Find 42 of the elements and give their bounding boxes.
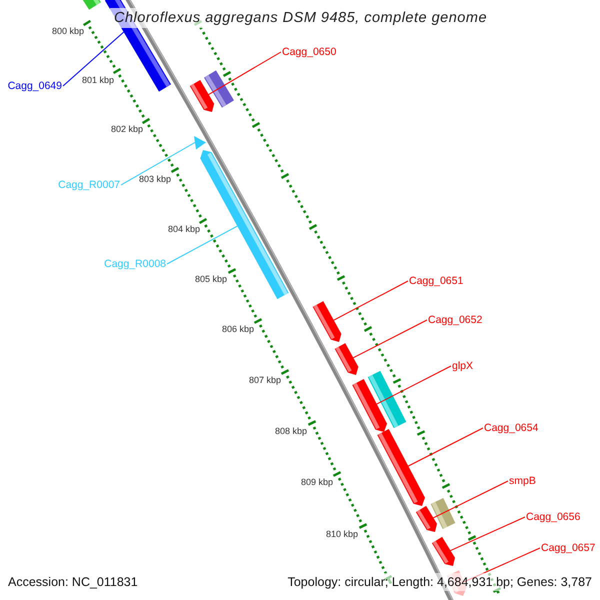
scale-label: 801 kbp xyxy=(82,75,114,86)
leader-line xyxy=(408,428,484,467)
leader-line xyxy=(208,52,282,96)
gene-label: Cagg_R0008 xyxy=(104,257,166,271)
gene-feature xyxy=(416,506,437,532)
leader-line xyxy=(376,366,452,405)
leader-line xyxy=(120,142,196,186)
scale-label: 808 kbp xyxy=(275,426,308,437)
leader-line xyxy=(450,516,526,552)
scale-label: 804 kbp xyxy=(168,224,200,235)
leader-line xyxy=(166,226,238,264)
leader-line xyxy=(432,480,508,518)
gene-label: Cagg_0652 xyxy=(428,313,482,327)
leader-line xyxy=(352,320,428,358)
scale-label: 807 kbp xyxy=(249,375,282,386)
leader-line xyxy=(333,280,408,321)
gene-feature xyxy=(352,379,387,432)
gene-label: Cagg_0650 xyxy=(282,45,336,59)
gene-label: smpB xyxy=(509,474,536,488)
gene-label: Cagg_0649 xyxy=(8,79,62,93)
gene-label: glpX xyxy=(452,359,474,373)
gene-label: Cagg_0657 xyxy=(541,541,596,555)
gene-label: Cagg_0654 xyxy=(484,421,538,435)
gene-label: Cagg_R0007 xyxy=(58,178,120,192)
gene-feature xyxy=(190,80,214,112)
gene-feature xyxy=(377,428,425,506)
scale-label: 800 kbp xyxy=(52,26,84,37)
gene-label: Cagg_0656 xyxy=(526,510,580,524)
scale-label: 806 kbp xyxy=(222,324,254,335)
footer-text: Topology: circular; Length: 4,684,931 bp; Genes: 3,787 xyxy=(288,573,592,591)
gene-feature xyxy=(334,343,358,375)
scale-label: 805 kbp xyxy=(195,274,228,285)
gene-feature xyxy=(432,536,455,566)
gene-label: Cagg_0651 xyxy=(409,274,464,288)
leader-line xyxy=(463,548,540,582)
gene-feature xyxy=(194,136,206,150)
gene-feature xyxy=(312,301,342,342)
leader-line xyxy=(62,31,124,86)
scale-label: 809 kbp xyxy=(301,477,334,488)
scale-label: 810 kbp xyxy=(326,529,358,540)
scale-label: 803 kbp xyxy=(139,174,172,185)
scale-label: 802 kbp xyxy=(111,124,144,135)
